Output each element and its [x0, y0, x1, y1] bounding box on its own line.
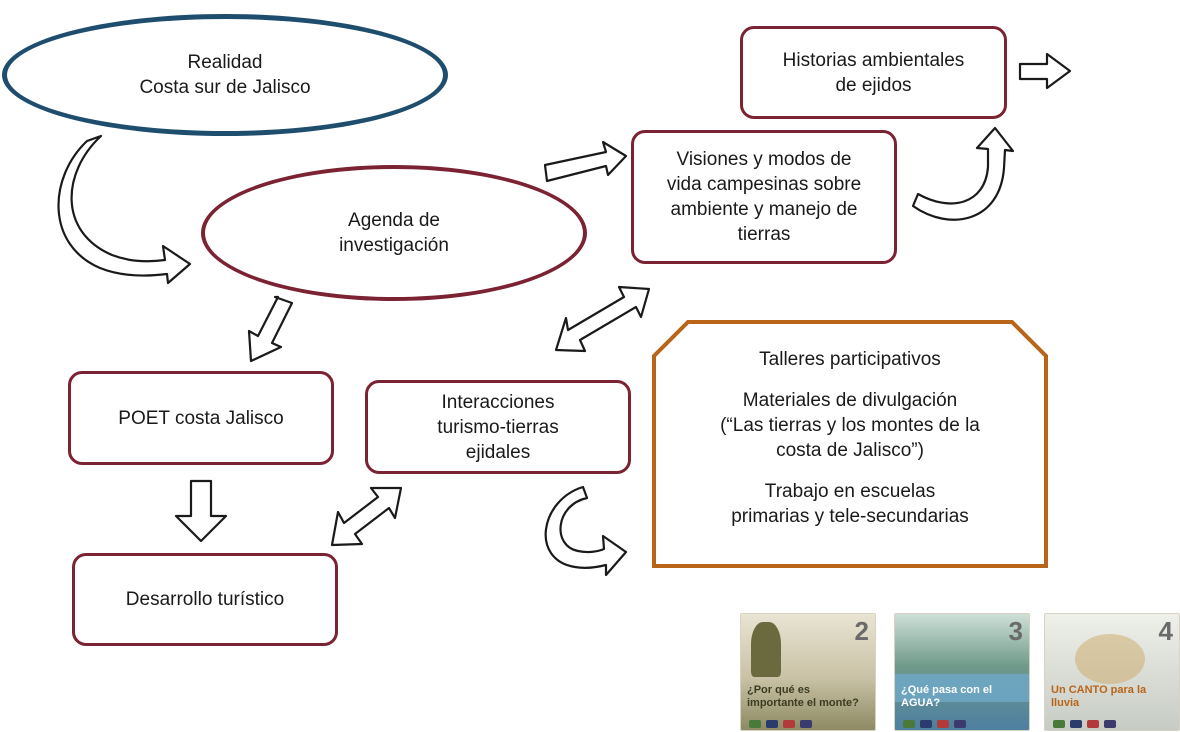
logo-strip [749, 715, 867, 728]
interacciones-node: Interacciones turismo-tierras ejidales [365, 380, 631, 474]
arrow-interacciones-visiones [554, 285, 651, 353]
booklet-title: ¿Por qué es importante el monte? [747, 684, 859, 709]
desarrollo-label: Desarrollo turístico [125, 589, 285, 610]
arrow-agenda-to-visiones [543, 140, 628, 183]
logo-strip [903, 715, 1021, 728]
arrow-interacciones-to-talleres [544, 485, 628, 577]
talleres-line-1: Talleres participativos [759, 349, 941, 370]
talleres-frame [652, 320, 1048, 568]
booklet-number: 3 [1008, 616, 1023, 646]
booklet-title: ¿Qué pasa con el AGUA? [901, 684, 993, 709]
agenda-node: Agenda de investigación [201, 165, 587, 301]
historias-node: Historias ambientales de ejidos [740, 26, 1007, 119]
bird-illustration [1075, 634, 1145, 684]
desarrollo-node: Desarrollo turístico [72, 553, 338, 646]
talleres-line-2: Materiales de divulgación (“Las tierras … [720, 390, 980, 461]
arrow-agenda-to-poet [247, 295, 294, 363]
booklet-cover-2: 2 ¿Por qué es importante el monte? [740, 613, 876, 731]
arrow-visiones-to-historias [911, 126, 1015, 221]
poet-node: POET costa Jalisco [68, 371, 334, 465]
arrow-desarrollo-interacciones [330, 486, 403, 547]
river-illustration [895, 674, 1029, 702]
realidad-label: Realidad Costa sur de Jalisco [139, 52, 311, 98]
booklet-title: Un CANTO para la lluvia [1051, 684, 1147, 709]
booklet-cover-3: 3 ¿Qué pasa con el AGUA? [894, 613, 1030, 731]
interacciones-label: Interacciones turismo-tierras ejidales [437, 391, 559, 463]
logo-strip [1053, 715, 1171, 728]
visiones-label: Visiones y modos de vida campesinas sobr… [666, 149, 862, 245]
realidad-node: Realidad Costa sur de Jalisco [2, 14, 448, 136]
visiones-node: Visiones y modos de vida campesinas sobr… [631, 130, 897, 264]
booklet-cover-4: 4 Un CANTO para la lluvia [1044, 613, 1180, 731]
arrow-poet-to-desarrollo [174, 479, 228, 543]
talleres-content: Talleres participativos Materiales de di… [655, 347, 1045, 529]
arrow-historias-out [1018, 52, 1072, 90]
agenda-label: Agenda de investigación [339, 210, 449, 256]
arrow-realidad-to-agenda [57, 134, 192, 285]
talleres-line-3: Trabajo en escuelas primarias y tele-sec… [731, 481, 969, 527]
booklet-number: 2 [854, 616, 869, 646]
tree-illustration [751, 622, 781, 677]
poet-label: POET costa Jalisco [118, 407, 284, 429]
historias-label: Historias ambientales de ejidos [782, 49, 965, 96]
booklet-number: 4 [1158, 616, 1173, 646]
